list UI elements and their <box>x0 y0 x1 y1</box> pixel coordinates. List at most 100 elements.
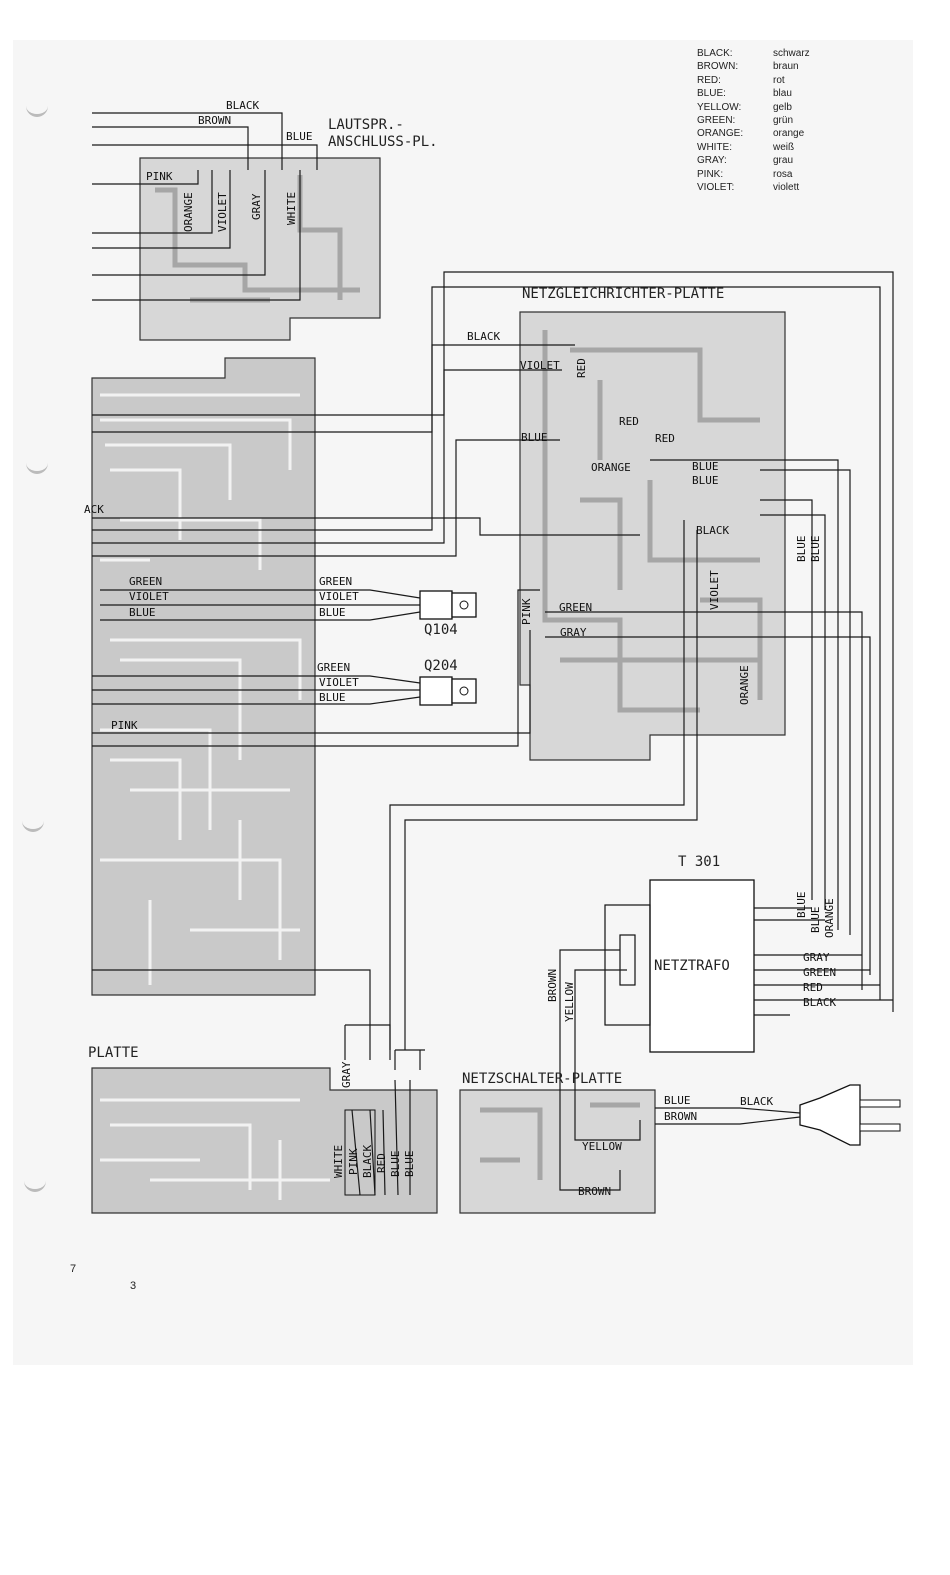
switch-board <box>459 1089 656 1214</box>
legend-row: BLACK:schwarz <box>697 47 810 60</box>
wire-label: VIOLET <box>319 590 359 603</box>
wire-label: BLUE <box>319 606 346 619</box>
legend-english: ORANGE: <box>697 128 744 140</box>
wire-label: RED <box>575 358 588 378</box>
q104-wires <box>100 589 477 621</box>
wire-label: BLUE <box>692 460 719 473</box>
legend-german: orange <box>773 128 805 140</box>
legend-row: ORANGE: orange <box>697 127 810 140</box>
legend-english: BROWN: <box>697 61 739 73</box>
wire-label: VIOLET <box>520 359 560 372</box>
legend-english: PINK: <box>697 168 724 180</box>
q104-label: Q104 <box>424 622 458 638</box>
switch-board-title: NETZSCHALTER-PLATTE <box>462 1071 622 1087</box>
legend-english: GREEN: <box>697 115 736 127</box>
wire-label: YELLOW <box>582 1140 622 1153</box>
legend-german: schwarz <box>773 48 810 59</box>
wire-label: BLUE <box>389 1151 402 1178</box>
q204-wires <box>92 675 477 706</box>
speaker-board-title-2: ANSCHLUSS-PL. <box>328 134 438 150</box>
q204-label: Q204 <box>424 658 458 674</box>
wire-label: VIOLET <box>319 676 359 689</box>
legend-row: BLUE:blau <box>697 87 810 100</box>
wire-label: WHITE <box>332 1145 345 1178</box>
wire-label: BLUE <box>319 691 346 704</box>
legend-row: YELLOW: gelb <box>697 101 810 114</box>
legend-row: VIOLET: violett <box>697 181 810 194</box>
wire-label: BLUE <box>809 907 822 934</box>
legend-row: GRAY:grau <box>697 154 810 167</box>
bottom-left-board-title: PLATTE <box>88 1045 139 1061</box>
wire-label: BLACK <box>740 1095 773 1108</box>
legend-english: GRAY: <box>697 155 727 167</box>
legend-english: VIOLET: <box>697 182 735 194</box>
legend-row: BROWN: braun <box>697 60 810 73</box>
legend-english: YELLOW: <box>697 101 742 113</box>
wire-label: VIOLET <box>129 590 169 603</box>
speaker-board-title-1: LAUTSPR.- <box>328 117 404 133</box>
legend-german: grün <box>773 115 794 127</box>
wire-label: BROWN <box>546 969 559 1002</box>
wire-label: GREEN <box>319 575 352 588</box>
wire-label: GREEN <box>129 575 162 588</box>
bottom-connector <box>344 1024 425 1196</box>
legend-german: rot <box>773 74 785 86</box>
q104-transistor <box>419 590 453 620</box>
wire-label: GREEN <box>559 601 592 614</box>
transformer-name-label: NETZTRAFO <box>654 958 730 974</box>
transformer-ref-label: T 301 <box>678 854 720 870</box>
binder-hole-icon <box>26 100 48 117</box>
wire-label: BLACK <box>696 524 729 537</box>
wire-label: BLUE <box>664 1094 691 1107</box>
wire-label: ACK <box>84 503 104 516</box>
wire-label: VIOLET <box>216 192 229 232</box>
wire-label: BLUE <box>795 536 808 563</box>
wire-label: VIOLET <box>708 570 721 610</box>
wire-label: BLUE <box>403 1151 416 1178</box>
wire-label: BLUE <box>286 130 313 143</box>
wire-label: GRAY <box>560 626 587 639</box>
wire-label: GREEN <box>317 661 350 674</box>
wire-label: BROWN <box>198 114 231 127</box>
legend-row: PINK: rosa <box>697 168 810 181</box>
wire-label: PINK <box>520 598 533 625</box>
wire-label: BROWN <box>578 1185 611 1198</box>
speaker-wires <box>92 112 318 301</box>
mains-wires <box>92 271 894 1050</box>
page-number-left: 7 <box>70 1263 77 1275</box>
wire-label: RED <box>375 1153 388 1173</box>
wire-label: GREEN <box>803 966 836 979</box>
bottom-left-board <box>91 1067 438 1214</box>
wire-label: PINK <box>111 719 138 732</box>
wire-label: BLACK <box>803 996 836 1009</box>
wire-label: YELLOW <box>563 982 576 1022</box>
legend-german: rosa <box>773 168 793 180</box>
wire-label: BLUE <box>521 431 548 444</box>
legend-german: braun <box>773 61 799 73</box>
wire-label: PINK <box>146 170 173 183</box>
wire-label: ORANGE <box>182 192 195 232</box>
legend-row: GREEN: grün <box>697 114 810 127</box>
wire-label: BLUE <box>129 606 156 619</box>
wire-label: GRAY <box>340 1061 353 1088</box>
wire-label: PINK <box>347 1148 360 1175</box>
wire-label: BROWN <box>664 1110 697 1123</box>
legend-german: violett <box>773 182 800 194</box>
speaker-board <box>139 157 381 341</box>
wire-label: GRAY <box>803 951 830 964</box>
wire-label: BLACK <box>226 99 259 112</box>
wire-label: GRAY <box>250 193 263 220</box>
legend-german: gelb <box>773 101 792 113</box>
legend-german: weiß <box>773 141 795 153</box>
wire-label: RED <box>619 415 639 428</box>
wire-label: BLUE <box>795 892 808 919</box>
legend-english: RED: <box>697 74 721 86</box>
binder-hole-icon <box>26 457 48 474</box>
binder-hole-icon <box>22 815 44 832</box>
transformer <box>559 879 893 1191</box>
wire-label: ORANGE <box>591 461 631 474</box>
wire-label: WHITE <box>285 192 298 225</box>
wire-label: BLUE <box>692 474 719 487</box>
